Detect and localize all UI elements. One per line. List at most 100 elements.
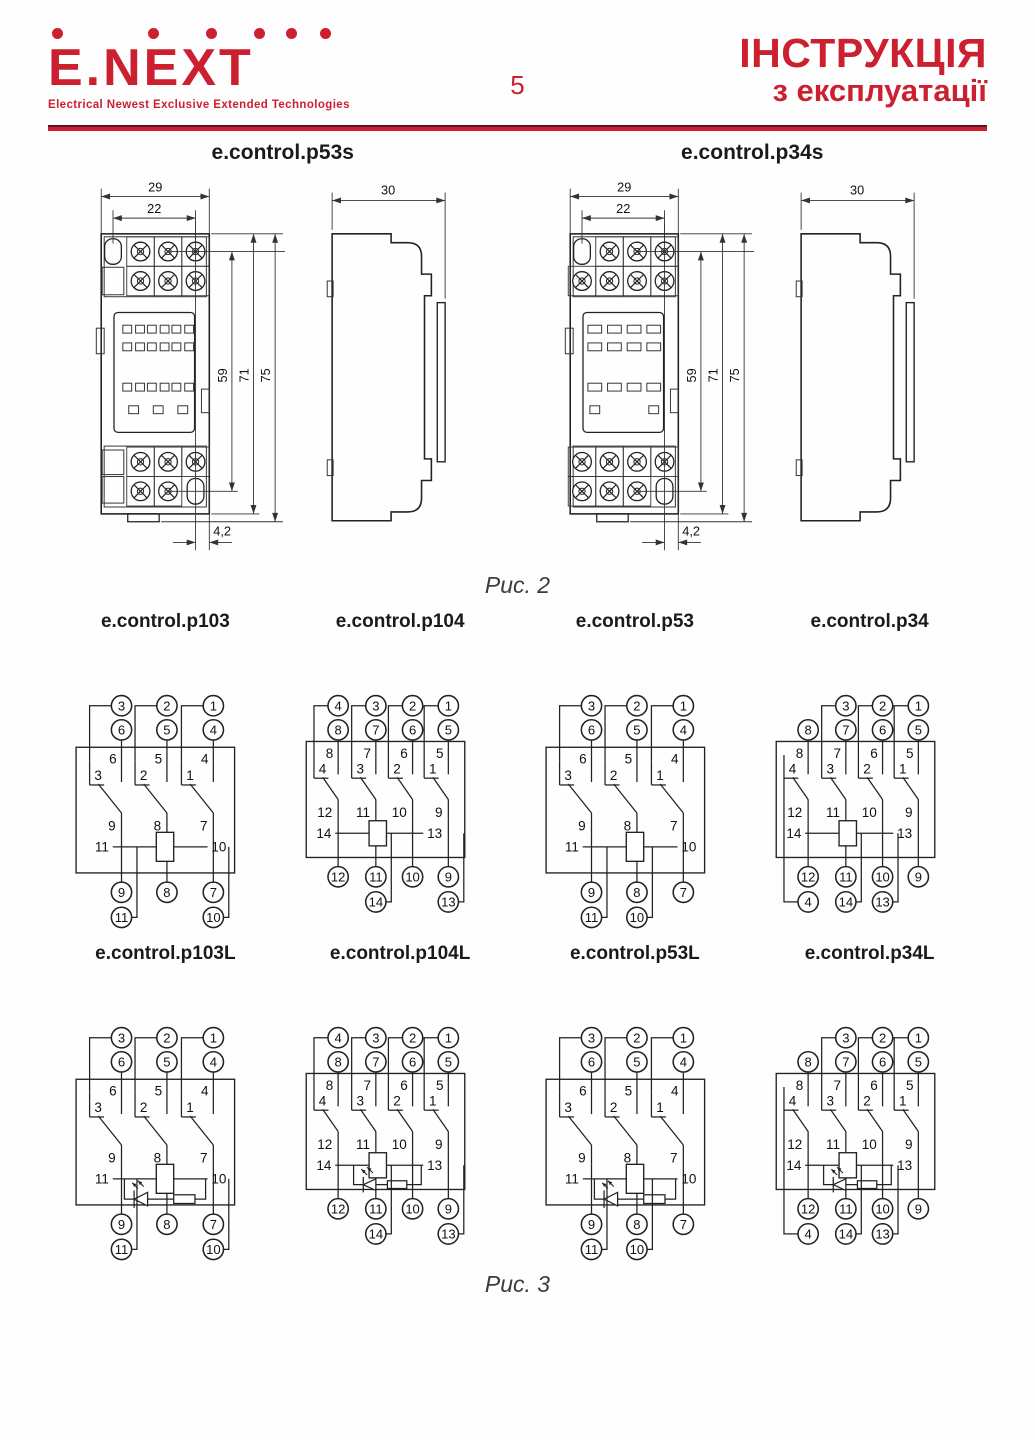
svg-text:3: 3 bbox=[564, 1100, 572, 1115]
coil-symbol bbox=[368, 820, 388, 847]
svg-text:11: 11 bbox=[565, 840, 579, 855]
resistor-symbol bbox=[642, 1194, 666, 1205]
svg-text:5: 5 bbox=[155, 1084, 163, 1099]
svg-text:6: 6 bbox=[110, 752, 118, 767]
pin-terminal: 10 bbox=[625, 1238, 648, 1261]
svg-text:11: 11 bbox=[369, 1201, 383, 1216]
relay-body bbox=[545, 1078, 706, 1206]
pin-terminal: 7 bbox=[365, 1050, 387, 1073]
led-indicator bbox=[353, 1165, 423, 1193]
svg-text:14: 14 bbox=[369, 1227, 384, 1242]
pin-terminal: 6 bbox=[110, 1050, 133, 1073]
pin-terminal: 10 bbox=[401, 865, 424, 888]
svg-text:2: 2 bbox=[164, 1030, 171, 1045]
pin-terminal: 3 bbox=[580, 1026, 603, 1049]
svg-text:3: 3 bbox=[588, 1030, 595, 1045]
relay-rail bbox=[436, 301, 446, 463]
header-divider bbox=[48, 125, 987, 131]
pin-terminal: 13 bbox=[437, 891, 460, 913]
relay-title: e.control.p104 bbox=[335, 611, 465, 632]
svg-text:59: 59 bbox=[684, 368, 699, 382]
svg-text:3: 3 bbox=[118, 698, 125, 713]
svg-text:7: 7 bbox=[670, 818, 678, 833]
svg-text:6: 6 bbox=[879, 1055, 886, 1070]
svg-text:9: 9 bbox=[435, 805, 443, 820]
pin-terminal: 2 bbox=[401, 1026, 424, 1049]
led-indicator bbox=[593, 1178, 677, 1208]
svg-text:1: 1 bbox=[656, 768, 664, 783]
svg-text:13: 13 bbox=[875, 1227, 890, 1242]
pin-terminal: 12 bbox=[796, 1197, 819, 1220]
svg-text:1: 1 bbox=[445, 698, 452, 713]
svg-text:7: 7 bbox=[210, 885, 217, 900]
svg-text:7: 7 bbox=[833, 1078, 841, 1093]
svg-text:4: 4 bbox=[804, 895, 811, 910]
svg-text:2: 2 bbox=[393, 761, 401, 776]
pin-terminal: 5 bbox=[625, 1050, 648, 1073]
svg-text:11: 11 bbox=[95, 1172, 109, 1187]
pin-terminal: 1 bbox=[202, 694, 225, 717]
svg-text:3: 3 bbox=[357, 1093, 365, 1108]
svg-text:22: 22 bbox=[616, 201, 630, 216]
svg-text:7: 7 bbox=[364, 1078, 372, 1093]
pin-terminal: 12 bbox=[327, 1197, 350, 1220]
pin-terminal: 1 bbox=[907, 694, 929, 717]
screw-terminal bbox=[153, 446, 182, 477]
din-tab bbox=[126, 513, 160, 523]
pin-terminal: 3 bbox=[834, 694, 857, 717]
svg-text:13: 13 bbox=[897, 826, 912, 841]
svg-text:9: 9 bbox=[445, 869, 452, 884]
pin-terminal: 11 bbox=[365, 865, 387, 888]
svg-text:4: 4 bbox=[201, 1084, 209, 1099]
svg-text:12: 12 bbox=[331, 1201, 346, 1216]
svg-text:71: 71 bbox=[236, 368, 251, 382]
pin-terminal: 5 bbox=[907, 1050, 929, 1073]
resistor-symbol bbox=[173, 1194, 196, 1205]
svg-text:11: 11 bbox=[115, 910, 129, 925]
pin-terminal: 3 bbox=[580, 694, 603, 717]
coil-symbol bbox=[155, 831, 175, 863]
pin-terminal: 8 bbox=[156, 1213, 179, 1236]
pin-terminal: 9 bbox=[580, 881, 603, 904]
svg-text:1: 1 bbox=[680, 698, 687, 713]
document-title: ІНСТРУКЦІЯ з експлуатації bbox=[739, 32, 987, 107]
logo-wordmark: E.NEXT bbox=[48, 39, 254, 97]
svg-text:9: 9 bbox=[109, 818, 117, 833]
svg-text:7: 7 bbox=[364, 746, 372, 761]
pin-terminal: 13 bbox=[871, 1223, 894, 1245]
svg-text:7: 7 bbox=[680, 885, 687, 900]
svg-text:4: 4 bbox=[804, 1227, 811, 1242]
pin-terminal: 7 bbox=[672, 1213, 695, 1236]
svg-text:6: 6 bbox=[409, 1055, 416, 1070]
pin-terminal: 11 bbox=[834, 1197, 857, 1220]
pin-terminal: 1 bbox=[202, 1026, 225, 1049]
pin-terminal: 7 bbox=[202, 881, 225, 904]
pin-terminal: 3 bbox=[834, 1026, 857, 1049]
svg-text:2: 2 bbox=[140, 1100, 148, 1115]
pin-terminal: 8 bbox=[625, 1213, 648, 1236]
pin-terminal: 4 bbox=[796, 891, 819, 913]
pin-module bbox=[582, 311, 665, 433]
pin-terminal: 9 bbox=[110, 881, 133, 904]
svg-text:9: 9 bbox=[905, 805, 913, 820]
pin-terminal: 5 bbox=[437, 1050, 460, 1073]
svg-text:10: 10 bbox=[392, 1137, 407, 1152]
pin-terminal: 11 bbox=[110, 1238, 133, 1261]
screw-terminal bbox=[126, 265, 155, 297]
svg-text:6: 6 bbox=[588, 1055, 595, 1070]
pocket bbox=[95, 327, 105, 355]
screw-terminal bbox=[568, 265, 597, 297]
pin-terminal: 5 bbox=[156, 718, 179, 741]
svg-text:10: 10 bbox=[630, 1242, 645, 1257]
pin-terminal: 12 bbox=[327, 865, 350, 888]
svg-text:1: 1 bbox=[914, 1030, 921, 1045]
svg-text:10: 10 bbox=[405, 1201, 420, 1216]
svg-text:9: 9 bbox=[588, 885, 595, 900]
